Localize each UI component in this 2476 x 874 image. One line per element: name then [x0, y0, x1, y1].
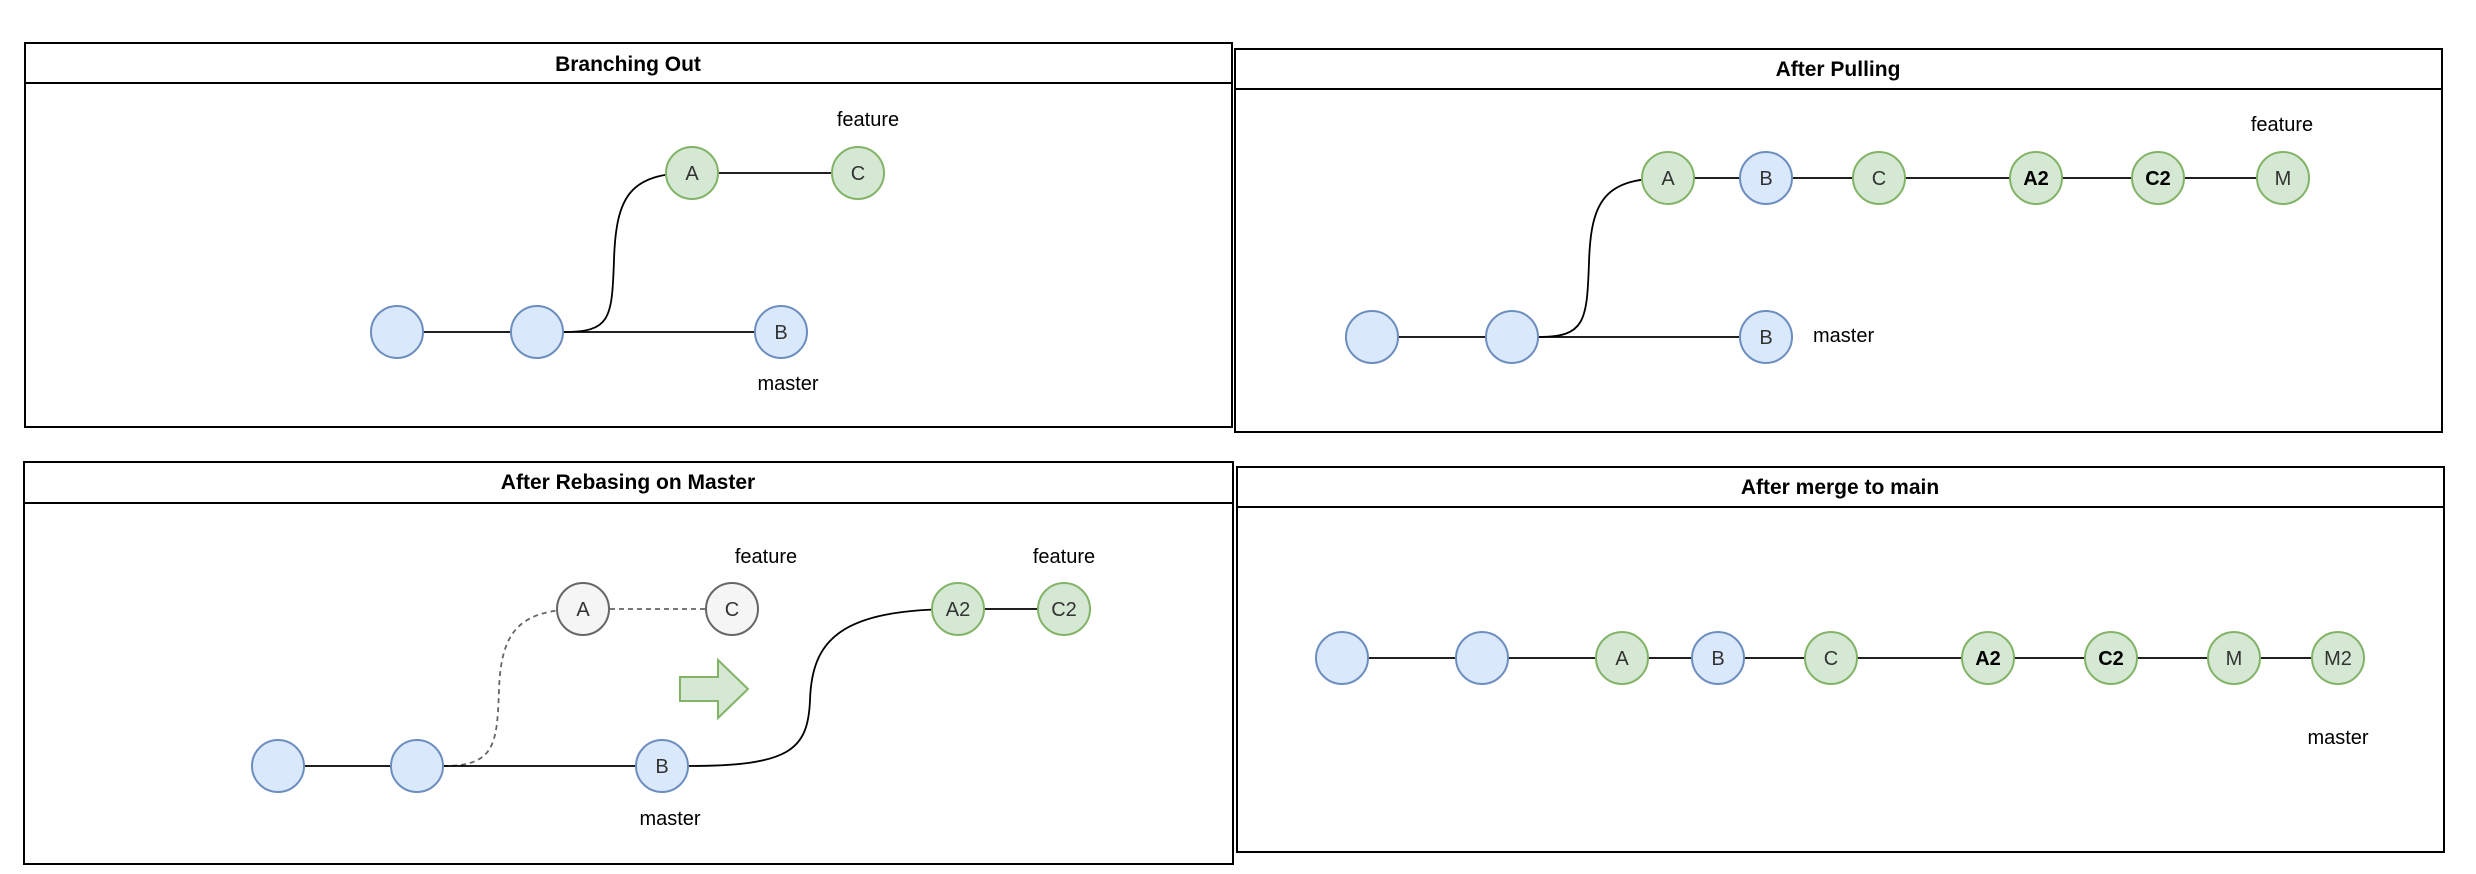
svg-text:C2: C2	[2098, 648, 2124, 670]
panel-title: After Pulling	[1776, 58, 1901, 81]
svg-text:A2: A2	[2023, 168, 2049, 190]
ref-label-feature-old: feature	[735, 546, 797, 568]
edge-rebased-branch	[687, 608, 959, 767]
commit-node-c-old: C	[705, 582, 759, 636]
commit-node-a: A	[1595, 631, 1649, 685]
svg-text:B: B	[1711, 648, 1724, 670]
commit-node	[1345, 310, 1399, 364]
svg-text:B: B	[1759, 168, 1772, 190]
commit-node-a2: A2	[931, 582, 985, 636]
svg-text:M: M	[2275, 168, 2292, 190]
panel-frame	[23, 461, 1234, 865]
edge-ghost-branch	[442, 608, 584, 767]
edge-branch	[562, 172, 693, 333]
svg-text:M: M	[2226, 648, 2243, 670]
commit-node-b: B	[1739, 151, 1793, 205]
commit-node-a2: A2	[1961, 631, 2015, 685]
svg-text:A2: A2	[946, 599, 970, 621]
commit-node-c2: C2	[2084, 631, 2138, 685]
svg-text:B: B	[774, 322, 787, 344]
ref-label-master: master	[757, 373, 818, 395]
commit-node-m: M	[2207, 631, 2261, 685]
panel-title: Branching Out	[555, 53, 701, 76]
svg-text:A: A	[685, 163, 699, 185]
commit-node-a-old: A	[556, 582, 610, 636]
svg-text:A: A	[1615, 648, 1629, 670]
commit-node-a: A	[1641, 151, 1695, 205]
commit-node	[370, 305, 424, 359]
svg-text:C2: C2	[1051, 599, 1077, 621]
svg-text:C: C	[851, 163, 865, 185]
commit-node	[251, 739, 305, 793]
commit-node-a: A	[665, 146, 719, 200]
edge-branch	[1537, 177, 1669, 338]
commit-node	[1315, 631, 1369, 685]
commit-node-c: C	[831, 146, 885, 200]
commit-node-b: B	[754, 305, 808, 359]
svg-text:C: C	[1872, 168, 1886, 190]
commit-node-c2: C2	[1037, 582, 1091, 636]
ref-label-master: master	[1813, 325, 1874, 347]
panel-after-merge: After merge to main A B C A2 C2	[1236, 466, 2445, 853]
commit-node-c: C	[1852, 151, 1906, 205]
commit-node	[510, 305, 564, 359]
ref-label-feature: feature	[837, 109, 899, 131]
panel-title: After Rebasing on Master	[501, 471, 755, 494]
commit-node-m2: M2	[2311, 631, 2365, 685]
svg-text:A: A	[1661, 168, 1675, 190]
svg-text:C2: C2	[2145, 168, 2171, 190]
panel-frame	[24, 42, 1233, 428]
commit-node-b: B	[635, 739, 689, 793]
svg-text:A2: A2	[1975, 648, 2001, 670]
ref-label-feature: feature	[1033, 546, 1095, 568]
svg-text:M2: M2	[2324, 648, 2352, 670]
svg-text:C: C	[725, 599, 739, 621]
svg-text:A: A	[576, 599, 590, 621]
ref-label-master: master	[639, 808, 700, 830]
commit-node	[1485, 310, 1539, 364]
commit-node-c2: C2	[2131, 151, 2185, 205]
svg-text:B: B	[1759, 327, 1772, 349]
commit-node	[390, 739, 444, 793]
panel-branching-out: Branching Out A C B feature master	[24, 42, 1233, 428]
rebase-arrow-icon	[679, 657, 750, 721]
svg-text:B: B	[655, 756, 668, 778]
commit-node-a2: A2	[2009, 151, 2063, 205]
panel-title: After merge to main	[1741, 476, 1939, 499]
ref-label-master: master	[2307, 727, 2368, 749]
ref-label-feature: feature	[2251, 114, 2313, 136]
commit-node-b-master: B	[1739, 310, 1793, 364]
panel-after-pulling: After Pulling A B C A2	[1234, 48, 2443, 433]
commit-node-b: B	[1691, 631, 1745, 685]
panel-after-rebasing: After Rebasing on Master A C B	[23, 461, 1234, 865]
panel-frame	[1234, 48, 2443, 433]
commit-node	[1455, 631, 1509, 685]
svg-text:C: C	[1824, 648, 1838, 670]
commit-node-c: C	[1804, 631, 1858, 685]
commit-node-m: M	[2256, 151, 2310, 205]
